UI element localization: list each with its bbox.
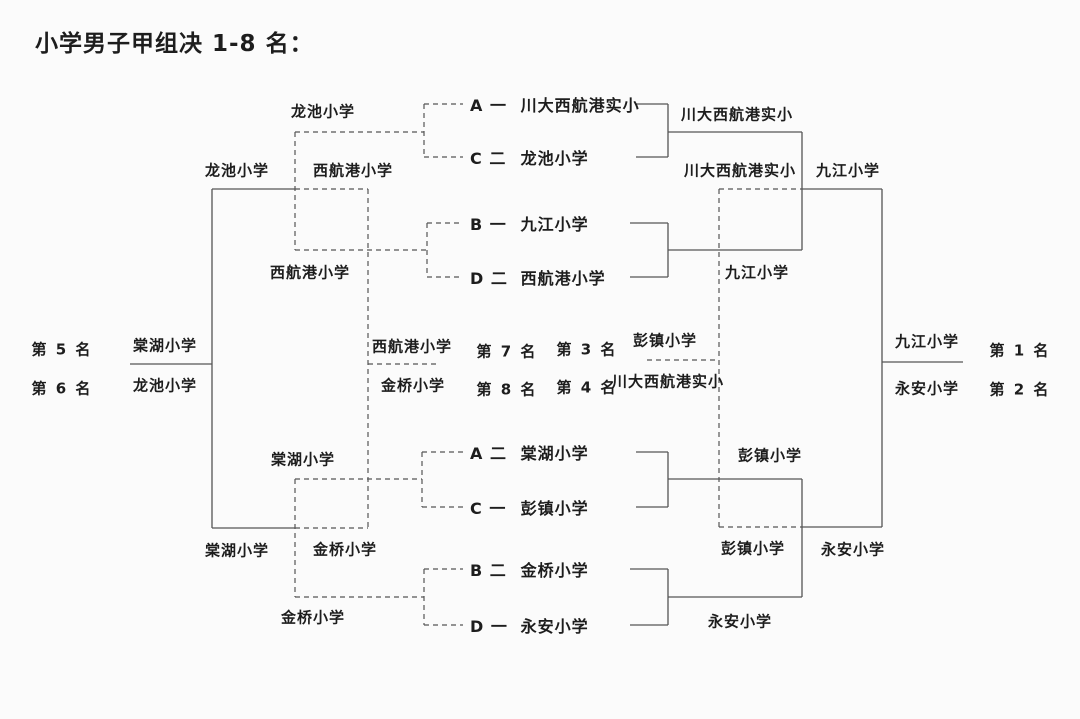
bracket-dashed-lines — [294, 103, 802, 626]
qf1-winner-label: 川大西航港实小 — [680, 105, 794, 124]
qf3-winner-label: 彭镇小学 — [737, 446, 803, 465]
rank-5-label: 第 5 名 — [31, 340, 93, 359]
fifth-place-bottom-team-label: 龙池小学 — [132, 376, 198, 395]
cons-sf2-loser-label: 金桥小学 — [312, 540, 378, 559]
seed-code: B 一 — [470, 215, 507, 234]
fifth-place-top-team-label: 棠湖小学 — [132, 336, 198, 355]
rank-7-label: 第 7 名 — [476, 342, 538, 361]
seed-row-qf4-bottom: D 一 永安小学 — [470, 613, 589, 637]
seed-team: 金桥小学 — [520, 561, 589, 580]
rank-1-label: 第 1 名 — [989, 341, 1051, 360]
cons-qf4-loser-label: 金桥小学 — [280, 608, 346, 627]
cons-qf1-loser-label: 龙池小学 — [290, 102, 356, 121]
seed-row-qf2-bottom: D 二 西航港小学 — [470, 265, 606, 289]
sf2-loser-label: 彭镇小学 — [720, 539, 786, 558]
cons-qf2-loser-label: 西航港小学 — [269, 263, 351, 282]
seed-row-qf4-top: B 二 金桥小学 — [470, 557, 589, 581]
seed-row-qf3-bottom: C 一 彭镇小学 — [470, 495, 589, 519]
cons-sf2-winner-label: 棠湖小学 — [204, 541, 270, 560]
seed-row-qf3-top: A 二 棠湖小学 — [470, 440, 589, 464]
seed-team: 西航港小学 — [520, 269, 606, 288]
seed-row-qf2-top: B 一 九江小学 — [470, 211, 589, 235]
page-title: 小学男子甲组决 1-8 名： — [35, 31, 314, 57]
cons-sf1-winner-label: 龙池小学 — [204, 161, 270, 180]
seed-row-qf1-top: A 一 川大西航港实小 — [470, 92, 640, 116]
seed-code: C 一 — [470, 499, 507, 518]
seed-code: D 一 — [470, 617, 508, 636]
rank-3-label: 第 3 名 — [556, 340, 618, 359]
seed-code: D 二 — [470, 269, 508, 288]
qf4-winner-label: 永安小学 — [707, 612, 773, 631]
rank-6-label: 第 6 名 — [31, 379, 93, 398]
rank-4-label: 第 4 名 — [556, 378, 618, 397]
third-place-bottom-team-label: 川大西航港实小 — [611, 372, 725, 391]
sf2-winner-label: 永安小学 — [820, 540, 886, 559]
sf1-winner-label: 九江小学 — [815, 161, 881, 180]
final-top-team-label: 九江小学 — [894, 332, 960, 351]
seed-row-qf1-bottom: C 二 龙池小学 — [470, 145, 589, 169]
seed-team: 川大西航港实小 — [520, 96, 640, 115]
seed-team: 龙池小学 — [520, 149, 589, 168]
rank-2-label: 第 2 名 — [989, 380, 1051, 399]
seventh-place-top-team-label: 西航港小学 — [371, 337, 453, 356]
seed-team: 永安小学 — [520, 617, 589, 636]
seed-code: B 二 — [470, 561, 507, 580]
seed-team: 棠湖小学 — [520, 444, 589, 463]
qf2-winner-label: 九江小学 — [724, 263, 790, 282]
final-bottom-team-label: 永安小学 — [894, 379, 960, 398]
cons-qf3-loser-label: 棠湖小学 — [270, 450, 336, 469]
cons-sf1-loser-label: 西航港小学 — [312, 161, 394, 180]
seed-code: A 二 — [470, 444, 507, 463]
bracket-solid-lines — [130, 103, 963, 626]
seed-team: 彭镇小学 — [520, 499, 589, 518]
sf1-loser-label: 川大西航港实小 — [683, 161, 797, 180]
seed-code: A 一 — [470, 96, 507, 115]
seventh-place-bottom-team-label: 金桥小学 — [380, 376, 446, 395]
seed-code: C 二 — [470, 149, 507, 168]
seed-team: 九江小学 — [520, 215, 589, 234]
rank-8-label: 第 8 名 — [476, 380, 538, 399]
third-place-top-team-label: 彭镇小学 — [632, 331, 698, 350]
